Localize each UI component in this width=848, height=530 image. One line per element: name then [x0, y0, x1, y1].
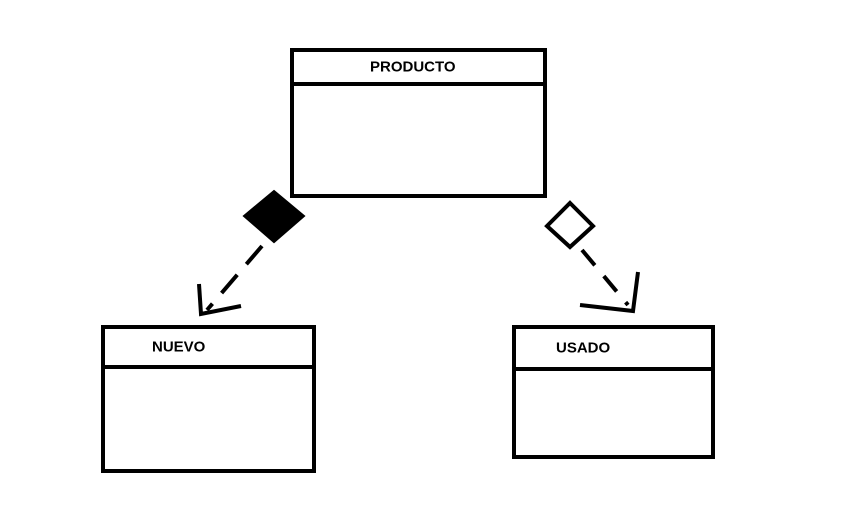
class-name-nuevo: NUEVO [152, 338, 206, 356]
dashed-line-producto-nuevo [205, 244, 264, 312]
open-arrowhead-nuevo-icon [197, 283, 242, 317]
class-box-nuevo[interactable]: NUEVO [101, 325, 316, 473]
class-name-producto: PRODUCTO [370, 58, 456, 76]
class-header-nuevo: NUEVO [105, 329, 312, 369]
dashed-line-producto-usado [580, 248, 630, 307]
class-header-producto: PRODUCTO [294, 52, 543, 86]
hollow-diamond-icon [544, 200, 596, 250]
class-box-producto[interactable]: PRODUCTO [290, 48, 547, 198]
class-header-usado: USADO [516, 329, 711, 371]
class-name-usado: USADO [556, 339, 611, 357]
open-arrowhead-usado-icon [579, 271, 640, 314]
class-box-usado[interactable]: USADO [512, 325, 715, 459]
filled-diamond-icon [242, 189, 306, 244]
